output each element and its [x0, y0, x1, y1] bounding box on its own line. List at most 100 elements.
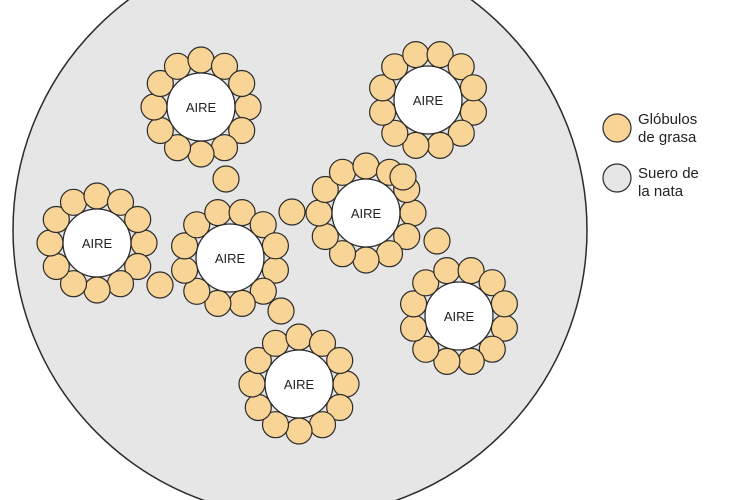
fat-globule-swatch — [602, 113, 632, 143]
fat-globule — [42, 205, 70, 234]
legend-item-fat: Glóbulos de grasa — [602, 111, 697, 146]
fat-globule — [285, 417, 313, 445]
fat-globule — [163, 134, 192, 162]
fat-globule — [447, 119, 475, 147]
fat-globule — [369, 98, 397, 126]
fat-globule — [457, 347, 485, 375]
fat-globule — [305, 199, 333, 227]
air-bubble-2: AIRE — [393, 65, 463, 135]
fat-globule — [106, 270, 135, 298]
fat-globule — [308, 411, 337, 439]
legend-serum-label-line2: la nata — [638, 183, 684, 200]
fat-globule — [278, 198, 306, 226]
fat-globule — [478, 269, 506, 297]
fat-globule — [234, 93, 262, 121]
fat-globule — [311, 175, 339, 204]
fat-globule — [381, 53, 409, 81]
fat-globule — [228, 289, 256, 317]
air-bubble-5: AIRE — [331, 178, 401, 248]
air-label: AIRE — [215, 251, 246, 266]
air-bubble — [264, 349, 334, 419]
fat-globule — [412, 269, 440, 297]
fat-globule — [187, 140, 215, 168]
fat-globule — [124, 205, 152, 234]
air-label: AIRE — [284, 377, 315, 392]
air-bubble-6: AIRE — [424, 281, 494, 351]
fat-globule — [124, 252, 152, 281]
fat-globule — [400, 314, 428, 342]
serum-swatch — [602, 163, 632, 193]
fat-globule — [389, 163, 417, 191]
air-label: AIRE — [444, 309, 475, 324]
fat-globule — [490, 290, 518, 318]
fat-globule — [244, 346, 272, 375]
fat-globule — [83, 182, 111, 210]
fat-globule — [210, 134, 239, 162]
fat-globule — [352, 152, 380, 180]
fat-globule — [402, 40, 430, 69]
fat-globule — [423, 227, 451, 255]
air-bubble — [195, 223, 265, 293]
fat-globule — [228, 69, 256, 98]
fat-globule — [204, 199, 232, 227]
fat-globule — [447, 53, 475, 81]
air-bubble — [393, 65, 463, 135]
fat-globule — [238, 370, 266, 398]
air-bubble-1: AIRE — [166, 72, 236, 142]
fat-globule — [426, 131, 454, 159]
fat-globule — [210, 52, 239, 80]
fat-globule — [140, 93, 168, 121]
legend-fat-label-line2: de grasa — [638, 129, 697, 146]
fat-globule — [412, 335, 440, 363]
fat-globule — [171, 256, 199, 284]
fat-globule — [163, 52, 192, 80]
fat-globule — [352, 246, 380, 274]
fat-globule — [459, 74, 487, 102]
fat-globule — [433, 257, 461, 285]
air-bubble — [166, 72, 236, 142]
fat-globule — [130, 229, 158, 257]
fat-globule — [244, 393, 272, 422]
air-bubble — [331, 178, 401, 248]
air-bubble-3: AIRE — [62, 208, 132, 278]
air-bubble-7: AIRE — [264, 349, 334, 419]
fat-globule — [249, 211, 277, 239]
fat-globule — [249, 277, 277, 305]
fat-globule — [36, 229, 64, 257]
fat-globule — [212, 165, 240, 193]
fat-globule — [59, 188, 88, 216]
fat-globule — [146, 69, 174, 98]
fat-globule — [326, 393, 354, 422]
fat-globule — [326, 346, 354, 375]
fat-globule — [308, 329, 337, 357]
fat-globule — [42, 252, 70, 281]
fat-globule — [187, 46, 215, 74]
fat-globule — [183, 211, 211, 239]
air-bubble — [424, 281, 494, 351]
air-bubble — [62, 208, 132, 278]
fat-globule — [261, 232, 289, 260]
legend-fat-label-line1: Glóbulos — [638, 111, 697, 128]
fat-globule — [311, 222, 339, 251]
fat-globule — [83, 276, 111, 304]
fat-globule — [285, 323, 313, 351]
fat-globule — [183, 277, 211, 305]
fat-globule — [146, 271, 174, 299]
fat-globule — [332, 370, 360, 398]
air-bubble-4: AIRE — [195, 223, 265, 293]
fat-globule — [228, 116, 256, 145]
fat-globule — [261, 411, 290, 439]
fat-globule — [478, 335, 506, 363]
air-label: AIRE — [413, 93, 444, 108]
fat-globule — [393, 222, 421, 251]
fat-globule — [381, 119, 409, 147]
fat-globule-layer — [36, 40, 518, 445]
air-label: AIRE — [351, 206, 382, 221]
fat-globule — [328, 158, 357, 186]
fat-globule — [261, 329, 290, 357]
fat-globule — [399, 199, 427, 227]
fat-globule — [146, 116, 174, 145]
legend: Glóbulos de grasa Suero de la nata — [602, 111, 699, 200]
air-label: AIRE — [186, 100, 217, 115]
